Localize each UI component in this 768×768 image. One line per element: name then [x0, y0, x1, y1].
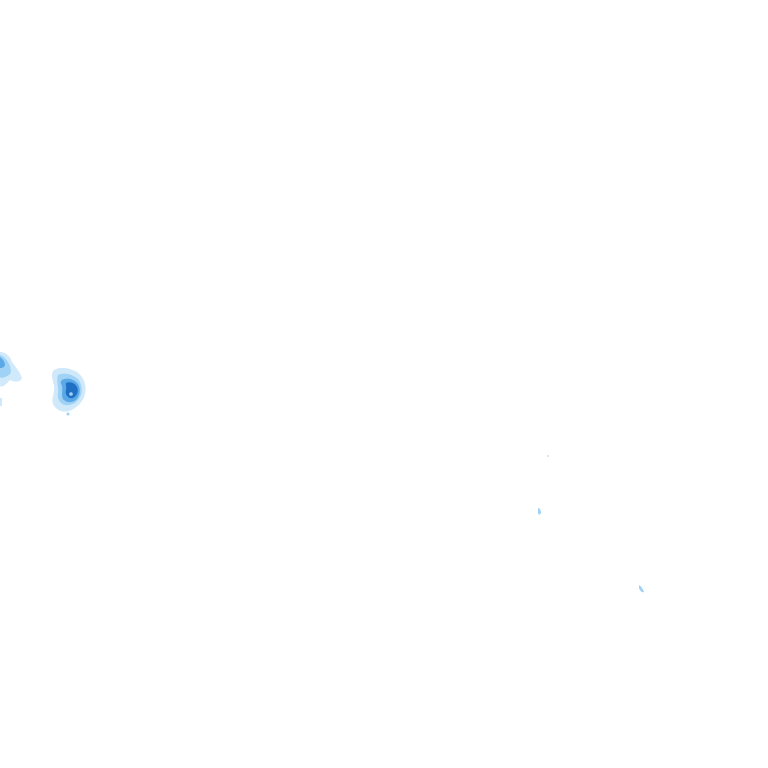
radar-echo-speck-east-pixel: [547, 455, 549, 457]
radar-echo-speck-east: [547, 455, 549, 457]
radar-echo-west-cell: [51, 367, 86, 416]
radar-echo-west-edge-moderate: [0, 357, 5, 368]
radar-echo-west-edge-fleck: [0, 398, 2, 406]
radar-echo-speck-far-southeast-blob: [639, 585, 644, 593]
radar-echo-west-edge: [0, 352, 22, 406]
radar-echo-west-cell-hole: [69, 392, 73, 396]
radar-echo-speck-far-southeast: [639, 585, 644, 593]
radar-echo-speck-southeast-blob: [538, 508, 541, 515]
radar-echo-west-cell-heavy: [65, 382, 78, 399]
radar-echo-west-cell-outlier: [66, 412, 70, 416]
radar-echo-speck-southeast: [538, 508, 541, 515]
